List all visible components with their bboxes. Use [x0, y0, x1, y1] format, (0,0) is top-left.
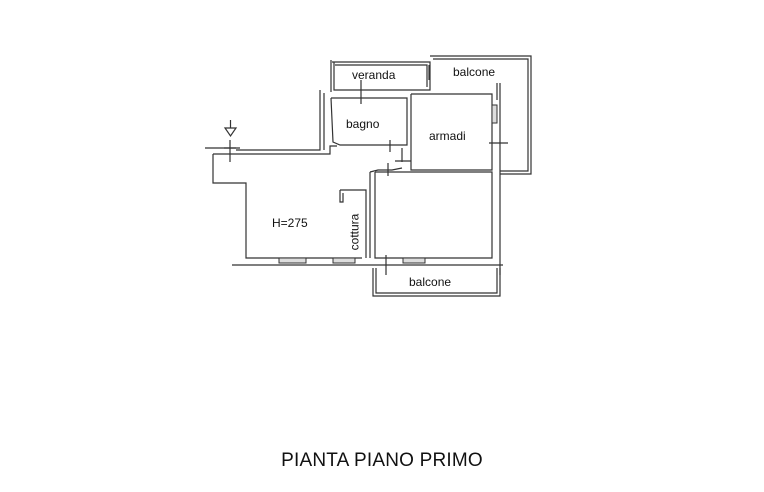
room-label-cottura: cottura [347, 213, 362, 251]
room-label-veranda: veranda [352, 68, 396, 82]
bagno-outline [330, 97, 408, 146]
veranda-outline [332, 61, 431, 91]
room-label-balcone-top: balcone [453, 65, 496, 79]
room-label-armadi: armadi [429, 129, 466, 143]
room-label-bagno: bagno [346, 117, 380, 131]
balcone-top-outline [430, 55, 532, 175]
armadi-outline [410, 93, 493, 171]
bedroom-outline [374, 171, 493, 259]
living-outline [212, 154, 362, 259]
room-label-balcone-bottom: balcone [409, 275, 452, 289]
balcone-bottom-outline [372, 268, 501, 297]
drawing-title: PIANTA PIANO PRIMO [281, 450, 483, 471]
room-label-height: H=275 [272, 216, 308, 230]
entrance-triangle-icon [223, 120, 238, 138]
